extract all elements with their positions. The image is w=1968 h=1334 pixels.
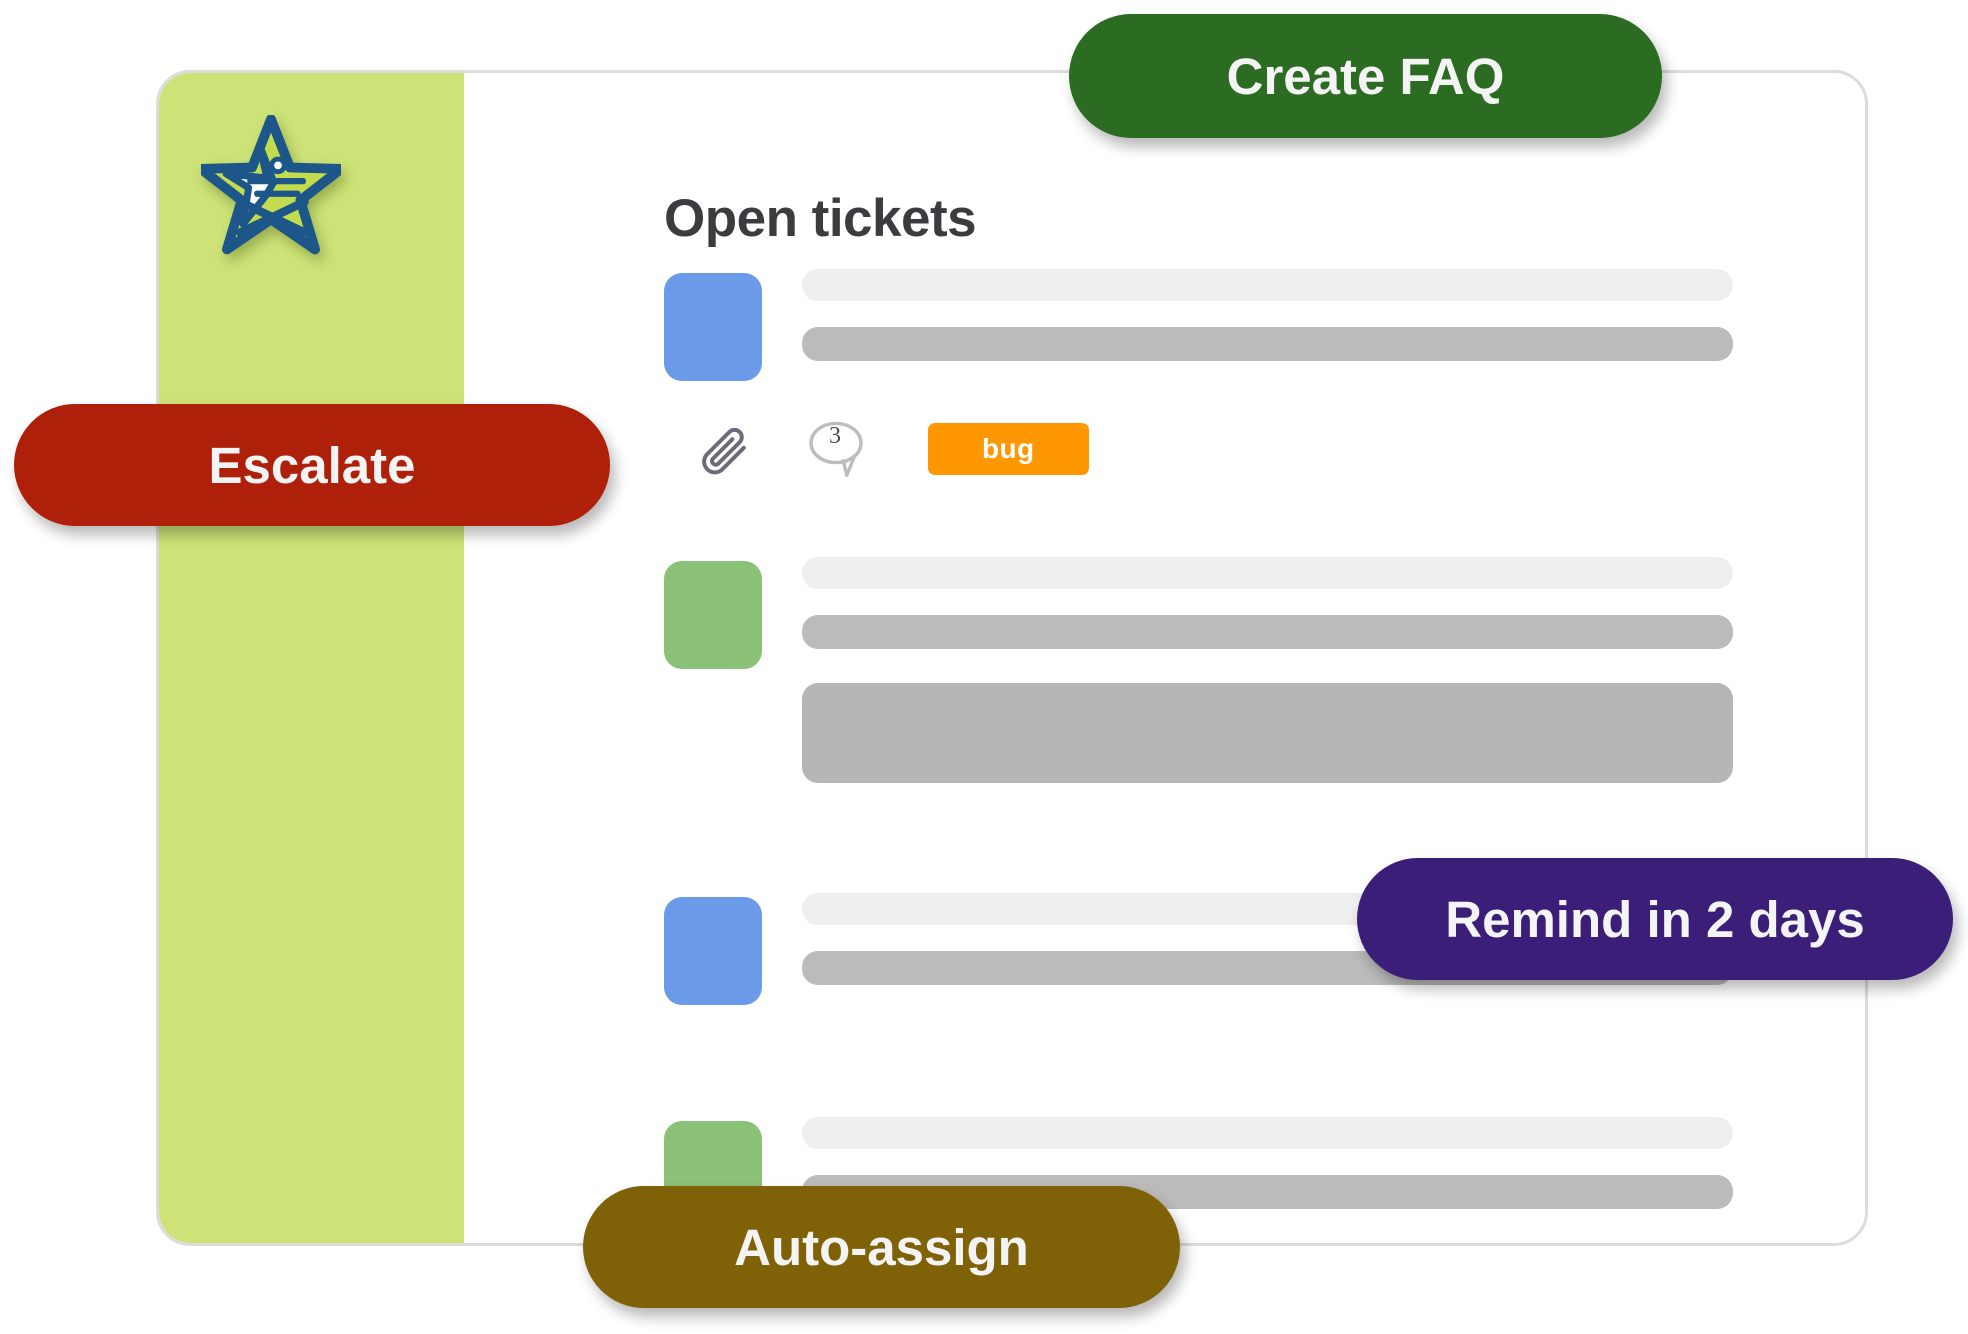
paperclip-icon[interactable] — [696, 421, 752, 477]
ticket-content — [802, 269, 1865, 361]
ticket-title-placeholder — [802, 557, 1733, 589]
ticket-tag-bug[interactable]: bug — [928, 423, 1089, 475]
star-bird-logo-icon — [201, 115, 341, 255]
remind-in-2-days-button[interactable]: Remind in 2 days — [1357, 858, 1953, 980]
ticket-content — [802, 557, 1865, 783]
ticket-avatar — [664, 273, 762, 381]
ticket-description-placeholder — [802, 683, 1733, 783]
speech-bubble-icon[interactable]: 3 — [808, 419, 870, 479]
app-sidebar — [159, 73, 464, 1243]
escalate-button[interactable]: Escalate — [14, 404, 610, 526]
ticket-subtitle-placeholder — [802, 327, 1733, 361]
ticket-title-placeholder — [802, 269, 1733, 301]
ticket-row[interactable] — [464, 557, 1865, 783]
main-content-pane: Open tickets — [464, 73, 1865, 1243]
ticket-avatar — [664, 897, 762, 1005]
page-title: Open tickets — [664, 189, 977, 248]
ticket-meta-row: 3 bug — [496, 419, 1865, 479]
create-faq-button[interactable]: Create FAQ — [1069, 14, 1662, 138]
ticket-subtitle-placeholder — [802, 615, 1733, 649]
auto-assign-button[interactable]: Auto-assign — [583, 1186, 1180, 1308]
ticket-avatar — [664, 561, 762, 669]
ticket-app-card: Open tickets — [156, 70, 1868, 1246]
ticket-title-placeholder — [802, 1117, 1733, 1149]
comment-count: 3 — [829, 423, 841, 449]
ticket-row[interactable] — [464, 269, 1865, 381]
ticket-list: 3 bug — [464, 269, 1865, 1229]
